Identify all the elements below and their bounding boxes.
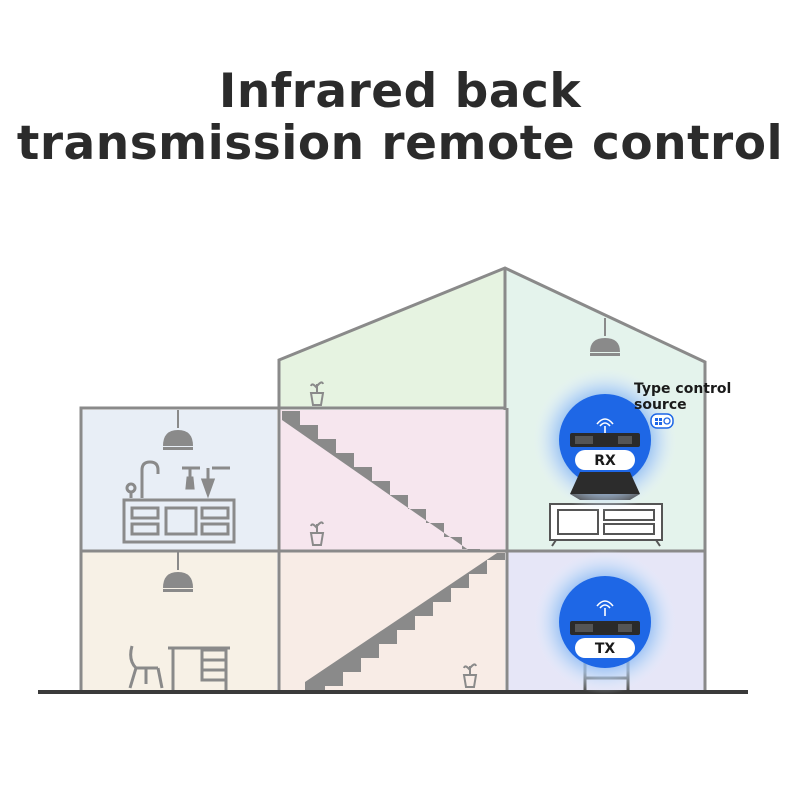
rx-device: RX xyxy=(533,368,677,512)
attic-left-room xyxy=(279,268,505,408)
tx-label: TX xyxy=(595,641,616,657)
type-control-source-callout: Type control source xyxy=(634,381,731,413)
plant-upper-stairs xyxy=(309,521,325,546)
pendant-lamp-icon xyxy=(163,318,620,592)
tx-label-pill xyxy=(575,638,635,658)
rx-tv-stand xyxy=(570,472,640,494)
title-line-2: transmission remote control xyxy=(16,116,784,171)
callout-line-1: Type control xyxy=(634,381,732,397)
callout-line-2: source xyxy=(634,397,687,413)
chair-icon xyxy=(128,645,164,689)
plant-attic xyxy=(309,381,325,406)
wifi-icon xyxy=(596,418,614,434)
desk-icon xyxy=(168,646,230,690)
wifi-icon xyxy=(596,600,614,616)
lamp-dining xyxy=(163,552,193,592)
faucet-icon xyxy=(125,460,230,499)
upper-staircase xyxy=(282,411,480,551)
plant-lower-stairs xyxy=(462,663,478,688)
rx-label-pill xyxy=(575,450,635,470)
plant-icon xyxy=(309,381,478,688)
title-line-1: Infrared back xyxy=(218,64,582,119)
kitchen-cabinet-icon xyxy=(122,498,236,544)
rx-label: RX xyxy=(594,453,616,469)
ir-remote-icon xyxy=(650,413,674,429)
lamp-attic xyxy=(590,318,620,356)
lower-staircase xyxy=(305,553,505,690)
left-upper-wall xyxy=(79,406,505,692)
tx-device: TX xyxy=(533,550,677,694)
staircase-icon xyxy=(282,411,505,690)
lamp-kitchen xyxy=(163,410,193,450)
